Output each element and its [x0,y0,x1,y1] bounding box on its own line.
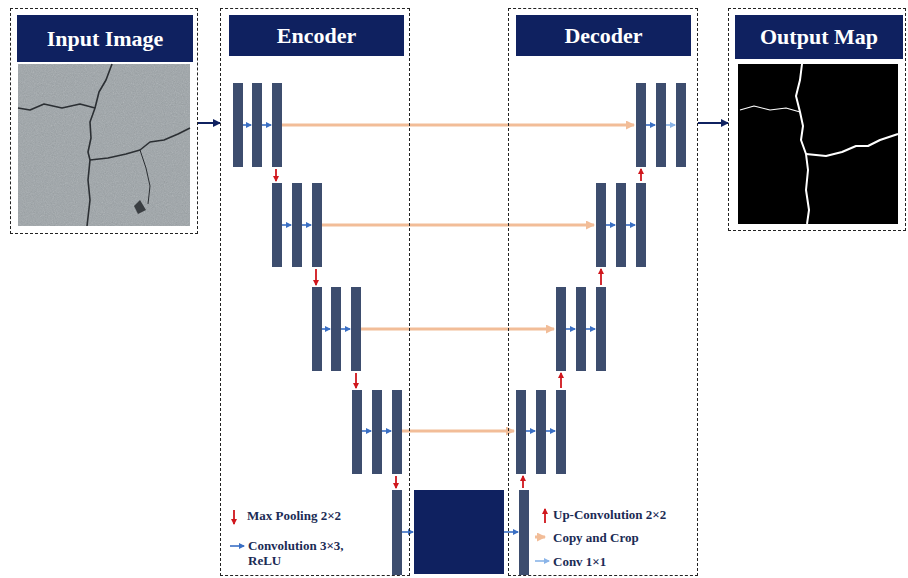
legend-text: Copy and Crop [553,530,688,545]
legend-text: Conv 1×1 [553,554,688,569]
panel-title: Decoder [564,23,642,49]
legend-text: Convolution 3×3, ReLU [248,538,376,568]
panel-title: Input Image [47,26,164,52]
flow-arrow [198,122,220,124]
flow-arrow [698,122,728,124]
legend-text: Up-Convolution 2×2 [553,507,688,522]
header-band: Input Image [17,15,193,62]
legend-text: Max Pooling 2×2 [247,508,387,523]
header-band: Decoder [516,15,691,56]
header-band: Encoder [229,15,404,56]
header-band: Output Map [735,15,903,59]
dashed-panel: Encoder [220,8,410,576]
panel-title: Encoder [277,23,356,49]
dashed-panel: Output Map [728,8,906,231]
dashed-panel: Input Image [10,8,198,234]
panel-title: Output Map [760,24,878,50]
dashed-panel: Decoder [508,8,698,576]
